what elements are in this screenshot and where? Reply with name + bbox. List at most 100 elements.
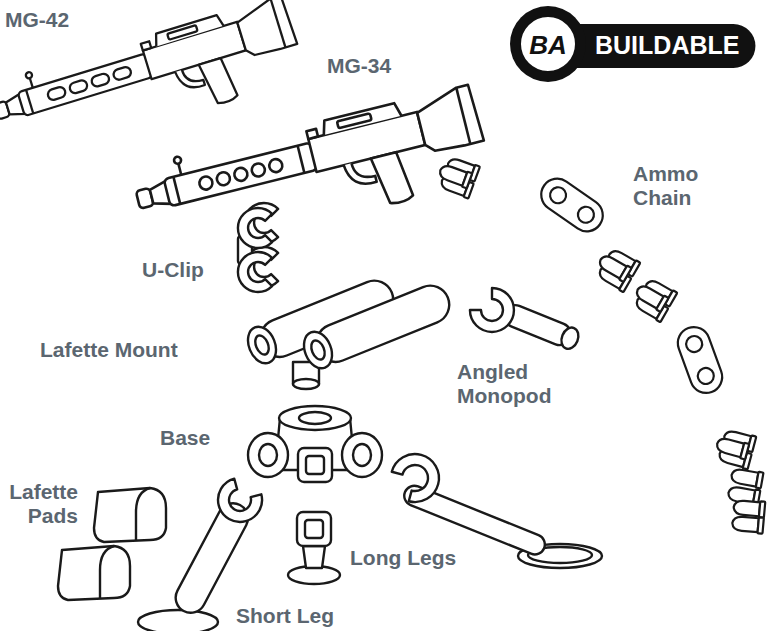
part-label: U-Clip — [142, 258, 204, 282]
base — [259, 444, 277, 466]
base — [342, 433, 382, 477]
part-label: Short Leg — [236, 604, 334, 628]
mg34-gun — [216, 171, 232, 187]
angled-monopod — [465, 283, 581, 351]
mg42-gun — [18, 53, 153, 116]
mg34-gun — [130, 84, 493, 264]
lafette-mount — [299, 328, 337, 373]
part-label: Lafette Pads — [2, 480, 78, 528]
mg42-gun — [25, 71, 33, 79]
ammo-chain — [597, 253, 632, 282]
mg34-gun — [371, 151, 414, 207]
mg42-gun — [167, 25, 197, 40]
part-label-box: Lafette Pads — [2, 480, 78, 528]
ammo-chain — [547, 184, 569, 206]
angled-monopod — [465, 283, 523, 341]
mg42-gun — [112, 66, 132, 81]
angled-monopod — [558, 325, 581, 351]
ammo-chain — [438, 163, 473, 189]
mg42-gun — [69, 79, 89, 94]
short-leg — [138, 610, 218, 631]
ammo-chain — [535, 172, 609, 237]
mg34-gun — [337, 113, 372, 128]
part-label-box: Base — [160, 426, 210, 450]
part-label: Base — [160, 426, 210, 450]
lafette-mount — [253, 333, 272, 356]
ammo-chain — [634, 283, 669, 312]
base — [306, 456, 324, 474]
base — [279, 406, 351, 430]
part-label: MG-42 — [5, 8, 69, 32]
mg42-gun — [47, 86, 67, 101]
lafette-mount — [243, 323, 281, 368]
mg34-gun — [164, 142, 318, 206]
mg34-gun — [178, 163, 181, 175]
base — [353, 444, 371, 466]
lafette-pad — [58, 546, 130, 600]
part-label-box: Long Legs — [350, 546, 456, 570]
lafette-pad — [100, 546, 114, 598]
base — [248, 406, 382, 482]
long-leg — [303, 546, 325, 568]
mg42-gun — [271, 0, 286, 47]
mg42-gun — [141, 41, 151, 50]
lafette-pad — [136, 488, 150, 540]
base — [248, 433, 288, 477]
ammo-chain — [434, 154, 765, 533]
mg34-gun — [268, 158, 284, 174]
mg34-gun — [456, 88, 470, 144]
logo-badge: BA BUILDABLE — [503, 0, 755, 84]
short-leg — [210, 475, 267, 529]
part-label-box: U-Clip — [142, 258, 204, 282]
ammo-chain — [592, 245, 640, 292]
u-clip — [238, 252, 272, 292]
long-leg — [305, 520, 323, 538]
part-label: Angled Monopod — [457, 360, 587, 408]
part-label-box: MG-34 — [327, 54, 391, 78]
mg34-gun — [233, 166, 249, 182]
logo-disc — [510, 6, 586, 82]
logo-text: BUILDABLE — [595, 31, 739, 60]
mg34-gun — [298, 146, 305, 173]
long-leg — [388, 445, 447, 507]
part-label: MG-34 — [327, 54, 391, 78]
ammo-chain — [733, 499, 765, 518]
mg42-gun — [153, 14, 224, 46]
ammo-chain — [715, 436, 749, 459]
mg34-gun — [250, 162, 266, 178]
mg42-gun — [90, 72, 110, 87]
logo-text-box: BUILDABLE — [595, 31, 739, 60]
ammo-chain — [684, 334, 705, 355]
logo-text-box: BA — [516, 30, 580, 60]
ammo-chain — [730, 467, 763, 488]
ammo-chain — [673, 323, 726, 398]
long-leg — [288, 445, 602, 584]
part-label: Ammo Chain — [633, 162, 728, 210]
ammo-chain — [732, 499, 766, 534]
ammo-chain — [629, 275, 677, 322]
part-label-box: Angled Monopod — [457, 360, 587, 408]
ammo-chain — [732, 515, 764, 534]
base — [298, 448, 332, 482]
u-clip — [238, 208, 272, 248]
part-label-box: MG-42 — [5, 8, 69, 32]
lafette-mount — [293, 379, 319, 389]
mg34-gun — [198, 175, 214, 191]
part-label: Long Legs — [350, 546, 456, 570]
lafette-mount — [243, 275, 455, 389]
mg42-gun — [199, 57, 239, 107]
part-label: Lafette Mount — [40, 338, 178, 362]
part-label-box: Ammo Chain — [633, 162, 728, 210]
ammo-chain — [575, 204, 597, 226]
ammo-chain — [535, 172, 609, 237]
mg34-gun — [173, 177, 180, 204]
lafette-pad — [58, 546, 130, 600]
long-leg — [297, 512, 331, 546]
part-label-box: Lafette Mount — [40, 338, 178, 362]
mg34-gun — [173, 156, 181, 164]
lafette-pad — [94, 488, 166, 542]
mg42-gun — [0, 0, 307, 167]
mg42-gun — [233, 0, 297, 59]
lafette-mount — [309, 338, 328, 361]
